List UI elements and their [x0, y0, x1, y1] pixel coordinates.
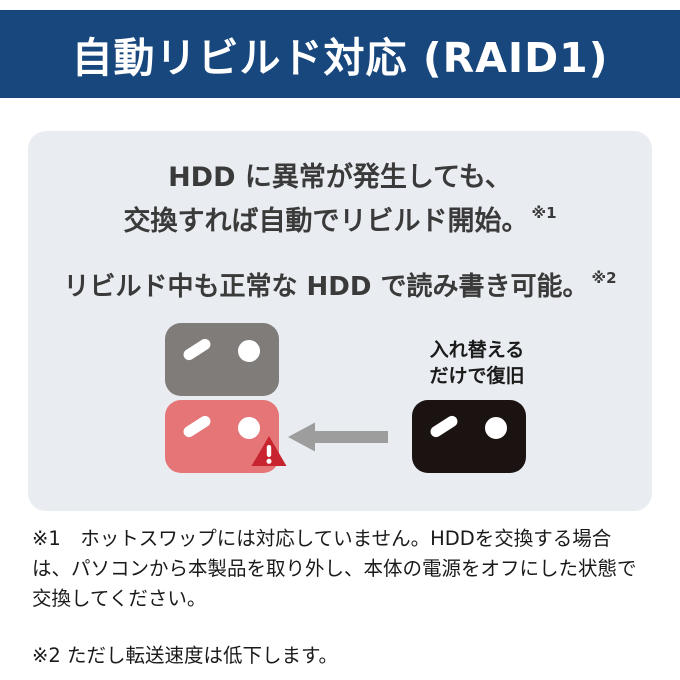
swap-label: 入れ替える だけで復旧: [412, 338, 542, 389]
hdd-spindle-icon: [238, 417, 260, 439]
hdd-normal-icon: [165, 323, 279, 396]
note-ref-2: ※2: [591, 268, 617, 287]
rebuild-diagram: 入れ替える だけで復旧: [28, 316, 652, 496]
footnote-2: ※2 ただし転送速度は低下します。: [32, 643, 338, 667]
hdd-spindle-icon: [485, 417, 507, 439]
arrow-left-icon: [288, 422, 388, 452]
footnote-1: ※1 ホットスワップには対応していません。HDDを交換する場合は、パソコンから本…: [32, 527, 637, 611]
note-ref-1: ※1: [531, 203, 557, 222]
card-text-line-2: 交換すれば自動でリビルド開始。※1: [28, 201, 652, 243]
hdd-led-icon: [181, 413, 213, 440]
feature-card: HDD に異常が発生しても、 交換すれば自動でリビルド開始。※1 リビルド中も正…: [28, 131, 652, 511]
card-text-line-1: HDD に異常が発生しても、: [28, 157, 652, 199]
hdd-led-icon: [181, 336, 213, 363]
card-text-line-3: リビルド中も正常な HDD で読み書き可能。※2: [28, 267, 652, 307]
page-title: 自動リビルド対応 (RAID1): [71, 34, 609, 82]
hdd-spindle-icon: [238, 340, 260, 362]
hdd-led-icon: [428, 413, 460, 440]
card-text-line-3-text: リビルド中も正常な HDD で読み書き可能。: [63, 271, 589, 302]
swap-label-line-1: 入れ替える: [429, 339, 525, 361]
swap-label-line-2: だけで復旧: [429, 364, 525, 387]
card-text-line-1-text: HDD に異常が発生しても、: [168, 162, 512, 193]
alert-triangle-icon: [251, 436, 287, 466]
footnotes: ※1 ホットスワップには対応していません。HDDを交換する場合は、パソコンから本…: [32, 524, 648, 671]
hdd-failed-icon: [165, 400, 279, 473]
hdd-replacement-icon: [412, 400, 526, 473]
header-banner: 自動リビルド対応 (RAID1): [0, 10, 680, 98]
card-text-line-2-text: 交換すれば自動でリビルド開始。: [123, 205, 529, 237]
